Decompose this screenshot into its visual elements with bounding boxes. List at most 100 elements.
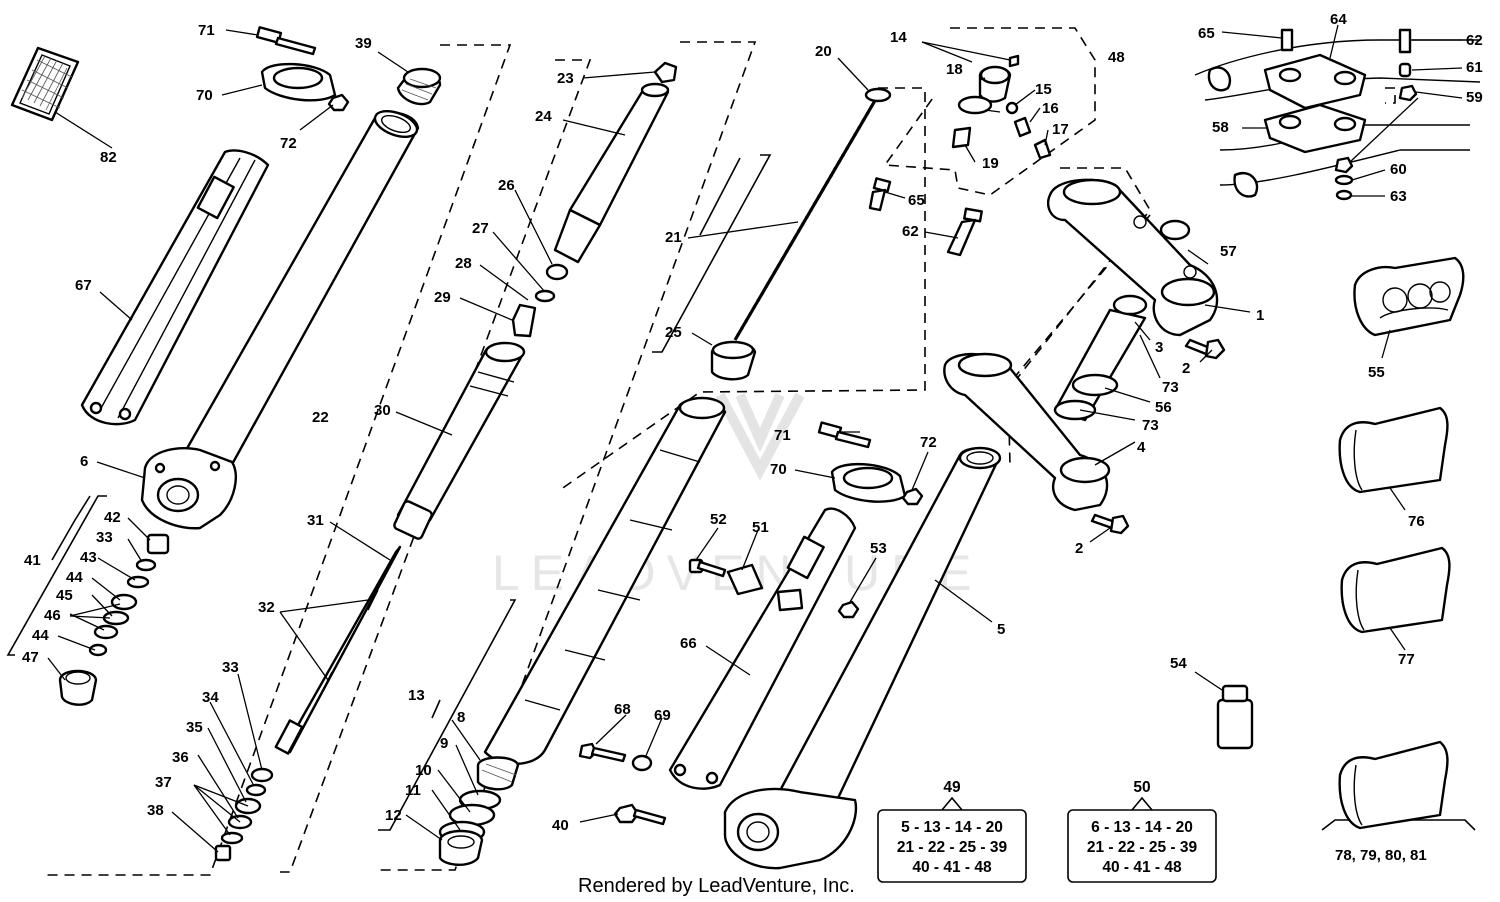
label-part-65: 65	[1198, 25, 1215, 42]
label-part-10: 10	[415, 762, 432, 779]
label-part-63: 63	[1390, 188, 1407, 205]
label-part-47: 47	[22, 649, 39, 666]
label-part-13: 13	[408, 687, 425, 704]
kit-50-text: 50 6 - 13 - 14 - 20 21 - 22 - 25 - 39 40…	[1087, 779, 1198, 876]
label-part-39: 39	[355, 35, 372, 52]
label-part-72: 72	[280, 135, 297, 152]
label-part-68: 68	[614, 701, 631, 718]
label-part-77: 77	[1398, 651, 1415, 668]
brackets	[6, 154, 1476, 831]
triple-clamp-upper-part-1	[1046, 178, 1219, 337]
label-part-29: 29	[434, 289, 451, 306]
triple-clamp-lower-part-4	[943, 352, 1111, 512]
fork-guard-part-67	[80, 149, 270, 426]
fork-oil-bottle-part-54	[1216, 684, 1254, 750]
kit-49-number: 49	[943, 779, 961, 796]
steering-stem-part-56	[1053, 294, 1148, 422]
label-part-17: 17	[1052, 121, 1069, 138]
kit-49-line-3: 40 - 41 - 48	[912, 859, 992, 876]
kit-49-line-2: 21 - 22 - 25 - 39	[897, 839, 1008, 856]
label-part-55: 55	[1368, 364, 1385, 381]
label-part-37: 37	[155, 774, 172, 791]
label-part-20: 20	[815, 43, 832, 60]
seal-kit-part-78-81	[1338, 740, 1449, 830]
label-part-38: 38	[147, 802, 164, 819]
label-part-78-81: 78, 79, 80, 81	[1335, 847, 1427, 864]
label-part-70: 70	[770, 461, 787, 478]
kit-box-50	[1067, 796, 1217, 883]
label-part-48: 48	[1108, 49, 1125, 66]
label-part-67: 67	[75, 277, 92, 294]
seal-kit-part-77	[1340, 546, 1451, 634]
fork-spring-part-20	[710, 87, 892, 381]
label-part-44: 44	[66, 569, 83, 586]
label-part-54: 54	[1170, 655, 1187, 672]
label-part-40: 40	[552, 817, 569, 834]
label-part-8: 8	[457, 709, 465, 726]
cartridge-part-24	[511, 61, 678, 338]
gasket-kit-part-55	[1353, 256, 1465, 337]
label-part-35: 35	[186, 719, 203, 736]
label-part-32: 32	[258, 599, 275, 616]
label-part-60: 60	[1390, 161, 1407, 178]
label-part-53: 53	[870, 540, 887, 557]
reflector-part-82	[10, 46, 80, 122]
label-part-25: 25	[665, 324, 682, 341]
handlebar-mount-subframe	[1194, 28, 1481, 201]
label-part-23: 23	[557, 70, 574, 87]
label-part-22: 22	[312, 409, 329, 426]
clamp-left	[255, 26, 350, 112]
label-part-71: 71	[198, 22, 215, 39]
outer-tube-right-part-5	[723, 446, 1002, 870]
label-part-66: 66	[680, 635, 697, 652]
valve-stack-left	[58, 533, 274, 862]
label-part-1: 1	[1256, 307, 1264, 324]
label-part-69: 69	[654, 707, 671, 724]
kit-50-number: 50	[1133, 779, 1150, 796]
seal-kit-part-76	[1338, 406, 1449, 494]
label-part-2: 2	[1075, 540, 1083, 557]
label-part-19: 19	[982, 155, 999, 172]
label-part-71: 71	[774, 427, 791, 444]
label-part-2: 2	[1182, 360, 1190, 377]
label-part-43: 43	[80, 549, 97, 566]
label-part-62: 62	[902, 223, 919, 240]
label-part-65: 65	[908, 192, 925, 209]
label-part-9: 9	[440, 735, 448, 752]
kit-box-49	[877, 796, 1027, 883]
label-part-73: 73	[1162, 379, 1179, 396]
label-part-58: 58	[1212, 119, 1229, 136]
seals-part-8-12	[438, 756, 520, 866]
label-part-14: 14	[890, 29, 907, 46]
label-part-16: 16	[1042, 100, 1059, 117]
label-part-70: 70	[196, 87, 213, 104]
label-part-76: 76	[1408, 513, 1425, 530]
label-part-26: 26	[498, 177, 515, 194]
label-part-24: 24	[535, 108, 552, 125]
label-part-15: 15	[1035, 81, 1052, 98]
footer-credit: Rendered by LeadVenture, Inc.	[578, 875, 855, 897]
label-part-51: 51	[752, 519, 769, 536]
label-part-56: 56	[1155, 399, 1172, 416]
label-part-31: 31	[307, 512, 324, 529]
leader-lines	[47, 24, 1463, 853]
label-part-72: 72	[920, 434, 937, 451]
label-part-62: 62	[1466, 32, 1483, 49]
axle-bolts	[578, 742, 667, 826]
kit-50-line-2: 21 - 22 - 25 - 39	[1087, 839, 1198, 856]
label-part-28: 28	[455, 255, 472, 272]
label-part-21: 21	[665, 229, 682, 246]
label-part-3: 3	[1155, 339, 1163, 356]
label-part-34: 34	[202, 689, 219, 706]
label-part-52: 52	[710, 511, 727, 528]
label-part-41: 41	[24, 552, 41, 569]
rods-part-31-32	[274, 545, 402, 755]
part-labels: 1 2 2 3 4 5 6 8 9 10 11 12 13 14 15 16 1…	[22, 11, 1483, 864]
fork-cap-assembly	[951, 54, 1052, 160]
label-part-44: 44	[32, 627, 49, 644]
damper-tube-part-30	[393, 341, 526, 540]
label-part-73: 73	[1142, 417, 1159, 434]
label-part-27: 27	[472, 220, 489, 237]
label-part-11: 11	[405, 782, 421, 799]
